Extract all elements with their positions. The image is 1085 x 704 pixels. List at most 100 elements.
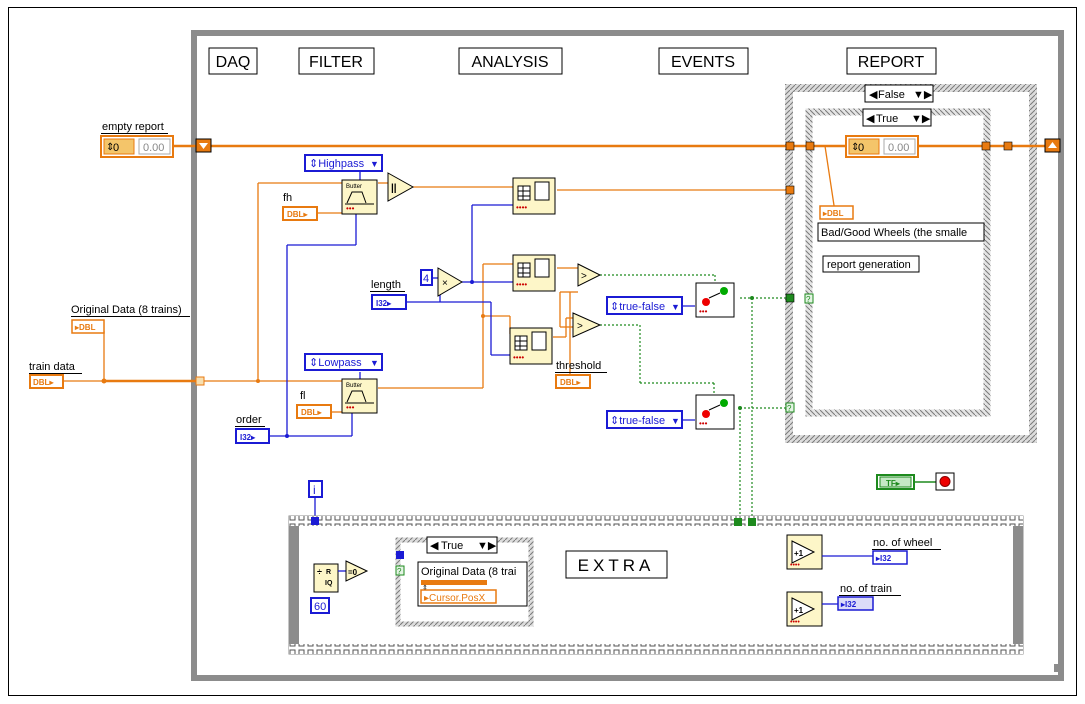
wire-junctions-orange (101, 314, 485, 384)
svg-text:>: > (577, 321, 583, 332)
no-of-train-label: no. of train (840, 583, 892, 595)
no-of-wheel-label: no. of wheel (873, 537, 932, 549)
header-label: FILTER (309, 54, 363, 71)
svg-text:DBL▸: DBL▸ (301, 408, 322, 417)
extra-case-selector-bool: ? (395, 565, 405, 576)
svg-text:?: ? (397, 567, 402, 576)
true-false-ring-2[interactable]: ⇕true-false ▼ (606, 410, 683, 429)
bool-tunnel-1: ? (804, 293, 814, 304)
svg-text:▼: ▼ (370, 159, 379, 169)
svg-text:▸I32: ▸I32 (875, 554, 892, 563)
order-label: order (236, 414, 262, 426)
svg-text:▼: ▼ (370, 358, 379, 368)
event-detector-vi-1[interactable]: ••• (695, 282, 735, 318)
sequence-film-bottom (289, 644, 1023, 654)
train-data-control[interactable]: DBL▸ (29, 374, 64, 389)
empty-report-constant[interactable]: ⇕ 0 0.00 (100, 135, 174, 158)
constant-value: 4 (423, 273, 429, 285)
equal-zero-function[interactable]: =0 (345, 560, 369, 582)
ring-value: true-false (619, 301, 665, 313)
analysis-vi-2[interactable]: •••• (512, 254, 556, 292)
original-data-cursor-node[interactable]: Original Data (8 trai ⇕ ▸Cursor.PosX (417, 561, 528, 607)
svg-text:||: || (391, 183, 397, 194)
header-analysis: ANALYSIS (458, 47, 563, 75)
case-report-constant[interactable]: ⇕ 0 0.00 (845, 135, 919, 158)
svg-text:••••: •••• (790, 619, 800, 626)
header-filter: FILTER (298, 47, 375, 75)
dbl-node-in-case[interactable]: ▸DBL (819, 205, 854, 220)
multiply-function[interactable]: × (437, 267, 463, 297)
threshold-control[interactable]: DBL▸ (555, 374, 591, 389)
empty-report-float: 0.00 (143, 142, 164, 154)
extra-case-tunnel-blue (396, 551, 404, 559)
svg-text:▸DBL: ▸DBL (74, 323, 96, 332)
ring-value: Lowpass (318, 357, 362, 369)
increment-vi-train[interactable]: +1 •••• (786, 591, 823, 627)
svg-text:••••: •••• (790, 562, 800, 569)
highpass-ring[interactable]: ⇕Highpass ▼ (304, 154, 383, 172)
no-of-wheel-indicator[interactable]: ▸I32 (872, 550, 908, 565)
shift-register-left[interactable] (195, 138, 212, 153)
case-selector-tunnel (785, 293, 795, 303)
analysis-vi-3[interactable]: •••• (509, 327, 553, 365)
property-name: Cursor.PosX (429, 593, 485, 604)
threshold-label: threshold (556, 360, 601, 372)
lowpass-ring[interactable]: ⇕Lowpass ▼ (304, 353, 383, 371)
greater-than-2[interactable]: > (572, 312, 602, 338)
svg-text:⇕true-false: ⇕true-false (610, 415, 665, 427)
svg-text:⇕Lowpass: ⇕Lowpass (309, 357, 362, 369)
case-selector-outer[interactable]: ◀ False ▼▶ (864, 84, 934, 103)
svg-text:DBL▸: DBL▸ (33, 378, 54, 387)
order-control[interactable]: I32▸ (235, 428, 270, 444)
length-control[interactable]: I32▸ (371, 294, 407, 310)
svg-text:>: > (581, 271, 587, 282)
greater-than-1[interactable]: > (577, 263, 602, 287)
case-selector-extra[interactable]: ◀ True ▼▶ (426, 536, 498, 554)
header-label: ANALYSIS (471, 54, 548, 71)
vi-label: Butter (346, 383, 362, 389)
constant-four[interactable]: 4 (420, 269, 433, 286)
node-label: Original Data (8 trai (421, 566, 516, 578)
increment-vi-wheel[interactable]: +1 •••• (786, 534, 823, 570)
type-tag: DBL (33, 378, 50, 387)
case-selector-inner[interactable]: ◀ True ▼▶ (862, 108, 932, 127)
loop-resize-corner[interactable] (1054, 664, 1062, 672)
svg-text:▼▶: ▼▶ (477, 540, 497, 552)
header-label: REPORT (858, 54, 925, 71)
butterworth-filter-vi-highpass[interactable]: Butter ••• (341, 179, 378, 215)
stop-terminal[interactable] (935, 472, 955, 491)
sequence-tunnel-bool-1 (734, 518, 742, 526)
quotient-remainder-function[interactable]: ÷ R IQ (313, 563, 339, 593)
svg-text:DBL▸: DBL▸ (560, 378, 581, 387)
sequence-tunnel-iter (311, 517, 319, 525)
svg-text:⇕Highpass: ⇕Highpass (309, 158, 365, 170)
while-loop-frame (191, 30, 1064, 681)
svg-text:•••: ••• (699, 419, 708, 428)
svg-text:◀: ◀ (866, 113, 875, 125)
iteration-terminal: i (308, 480, 323, 498)
shift-register-right[interactable] (1044, 138, 1061, 153)
ring-value: true-false (619, 415, 665, 427)
event-detector-vi-2[interactable]: ••• (695, 394, 735, 430)
eq0-label: =0 (348, 568, 358, 577)
svg-text:••••: •••• (516, 280, 527, 289)
analysis-vi-1[interactable]: •••• (512, 177, 556, 215)
fl-control[interactable]: DBL▸ (296, 404, 332, 419)
original-data-node[interactable]: ▸DBL (71, 319, 105, 334)
type-tag: TF (886, 479, 896, 488)
no-of-train-indicator[interactable]: ▸I32 (837, 596, 874, 611)
fh-control[interactable]: DBL▸ (282, 206, 318, 221)
label-text: EXTRA (578, 556, 655, 575)
tf-node[interactable]: TF▸ (876, 474, 915, 490)
absolute-value-function[interactable]: || (387, 172, 415, 202)
svg-text:▸DBL: ▸DBL (822, 209, 844, 218)
svg-text:•••: ••• (699, 307, 708, 316)
svg-text:••••: •••• (513, 353, 524, 362)
svg-text:TF▸: TF▸ (886, 479, 901, 488)
constant-sixty[interactable]: 60 (310, 597, 330, 614)
type-tag: DBL (560, 378, 577, 387)
butterworth-filter-vi-lowpass[interactable]: Butter ••• (341, 378, 378, 414)
true-false-ring-1[interactable]: ⇕true-false ▼ (606, 296, 683, 315)
fh-label: fh (283, 192, 292, 204)
